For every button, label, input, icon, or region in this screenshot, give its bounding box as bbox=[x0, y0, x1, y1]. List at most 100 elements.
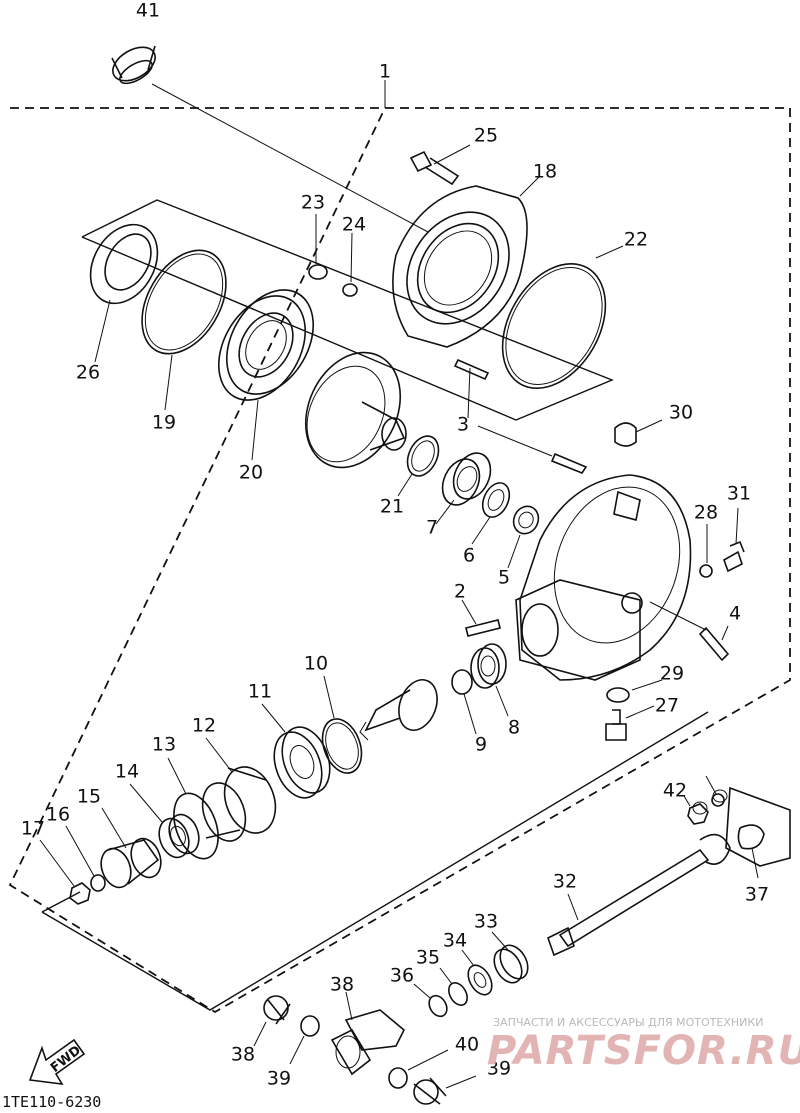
coupling-gear-part-15 bbox=[100, 807, 162, 889]
callout-42: 41 bbox=[135, 0, 161, 22]
callout-25: 25 bbox=[473, 124, 499, 147]
stud-part-4 bbox=[649, 601, 730, 662]
callout-3: 3 bbox=[456, 413, 470, 436]
cap-part-29 bbox=[614, 419, 663, 447]
callout-16: 16 bbox=[45, 803, 71, 826]
gear-case bbox=[515, 474, 692, 681]
o-ring-part-22 bbox=[501, 245, 624, 390]
callout-15: 15 bbox=[76, 785, 102, 808]
callout-28-lower: 29 bbox=[659, 662, 685, 685]
drain-plug-part-27 bbox=[605, 705, 655, 741]
callout-37: 38 bbox=[329, 973, 355, 996]
needle-bearing-part-7 bbox=[435, 452, 492, 525]
circlip-part-39-right bbox=[388, 1049, 449, 1089]
shim-part-9 bbox=[451, 669, 477, 735]
callout-27: 27 bbox=[654, 694, 680, 717]
oil-seal-part-14 bbox=[129, 783, 200, 859]
gasket-part-28-lower bbox=[606, 679, 663, 703]
filler-bolt-part-30 bbox=[723, 507, 745, 573]
washer-part-33 bbox=[461, 949, 493, 996]
bearing-housing-part-18 bbox=[392, 175, 541, 348]
callout-10: 10 bbox=[303, 652, 329, 675]
bearing-part-8 bbox=[470, 643, 509, 717]
callout-34: 35 bbox=[415, 946, 441, 969]
washer-part-16 bbox=[65, 825, 106, 892]
callout-17: 17 bbox=[20, 817, 46, 840]
callout-19: 19 bbox=[151, 411, 177, 434]
callout-26: 26 bbox=[75, 361, 101, 384]
stud-part-3 bbox=[453, 358, 588, 474]
drive-pinion-gear bbox=[359, 679, 438, 741]
callout-7: 7 bbox=[425, 516, 439, 539]
spring-part-36 bbox=[737, 824, 765, 879]
callout-31: 32 bbox=[552, 870, 578, 893]
nut-part-17 bbox=[39, 839, 91, 905]
o-ring-part-19 bbox=[141, 249, 227, 411]
callout-1: 1 bbox=[378, 60, 392, 83]
universal-joint-part-37 bbox=[330, 991, 405, 1076]
callout-38-right: 39 bbox=[486, 1057, 512, 1080]
ring-gear bbox=[304, 351, 407, 469]
gasket-part-28-upper bbox=[699, 524, 713, 578]
oil-seal-part-26 bbox=[89, 223, 159, 363]
assembly-boundary bbox=[8, 107, 791, 1014]
watermark-brand-logo: PARTSFOR.RU bbox=[487, 1028, 800, 1074]
o-ring-part-10 bbox=[321, 675, 363, 774]
fwd-arrow-icon bbox=[28, 1038, 86, 1085]
callout-21: 21 bbox=[379, 495, 405, 518]
collar-part-42 bbox=[111, 45, 429, 233]
bearing-part-38-left bbox=[253, 995, 291, 1047]
callout-39-right: 40 bbox=[454, 1033, 480, 1056]
callout-18: 18 bbox=[532, 160, 558, 183]
bearing-part-38-right bbox=[413, 1075, 477, 1105]
o-ring-part-13 bbox=[167, 757, 219, 860]
callout-33: 34 bbox=[442, 929, 468, 952]
callout-13: 13 bbox=[151, 733, 177, 756]
nut-part-23 bbox=[308, 214, 328, 280]
callout-6: 6 bbox=[462, 544, 476, 567]
callout-35: 36 bbox=[389, 964, 415, 987]
shim-part-6 bbox=[471, 482, 511, 545]
circlip-part-34 bbox=[439, 967, 468, 1006]
callout-9: 9 bbox=[474, 733, 488, 756]
stud-part-2 bbox=[461, 599, 501, 637]
callout-4: 4 bbox=[728, 602, 742, 625]
shim-part-21 bbox=[397, 435, 440, 497]
washer-part-24 bbox=[342, 232, 358, 297]
callout-20: 20 bbox=[238, 461, 264, 484]
bearing-retainer-part-12 bbox=[201, 737, 277, 842]
drawing-code: 1TE110-6230 bbox=[2, 1093, 102, 1111]
callout-40: 42 bbox=[662, 779, 688, 802]
seal-part-5 bbox=[507, 505, 540, 569]
bolt-part-25 bbox=[409, 144, 471, 186]
callout-38-left: 38 bbox=[230, 1043, 256, 1066]
callout-5: 5 bbox=[497, 566, 511, 589]
callout-22: 22 bbox=[623, 228, 649, 251]
callout-23: 23 bbox=[300, 191, 326, 214]
bearing-group-border bbox=[81, 199, 614, 421]
washer-part-41 bbox=[705, 775, 725, 807]
callout-11: 11 bbox=[247, 680, 273, 703]
bearing-part-20 bbox=[217, 289, 315, 461]
callout-30: 31 bbox=[726, 482, 752, 505]
circlip-part-39-left bbox=[289, 1015, 320, 1065]
callout-32: 33 bbox=[473, 910, 499, 933]
drive-shaft-group-border bbox=[41, 711, 709, 1011]
callout-24: 24 bbox=[341, 213, 367, 236]
callout-28-upper: 28 bbox=[693, 501, 719, 524]
oil-seal-part-32 bbox=[491, 931, 529, 984]
drive-shaft-part-31 bbox=[547, 833, 731, 957]
callout-8: 8 bbox=[507, 716, 521, 739]
callout-2: 2 bbox=[453, 580, 467, 603]
bearing-part-11 bbox=[261, 703, 331, 799]
callout-29: 30 bbox=[668, 401, 694, 424]
callout-14: 14 bbox=[114, 760, 140, 783]
nut-part-40 bbox=[683, 795, 709, 825]
callout-36: 37 bbox=[744, 883, 770, 906]
circlip-part-35 bbox=[413, 983, 448, 1018]
watermark-tagline: ЗАПЧАСТИ И АКСЕССУАРЫ ДЛЯ МОТОТЕХНИКИ bbox=[493, 1016, 764, 1029]
callout-12: 12 bbox=[191, 714, 217, 737]
callout-39-left: 39 bbox=[266, 1067, 292, 1090]
